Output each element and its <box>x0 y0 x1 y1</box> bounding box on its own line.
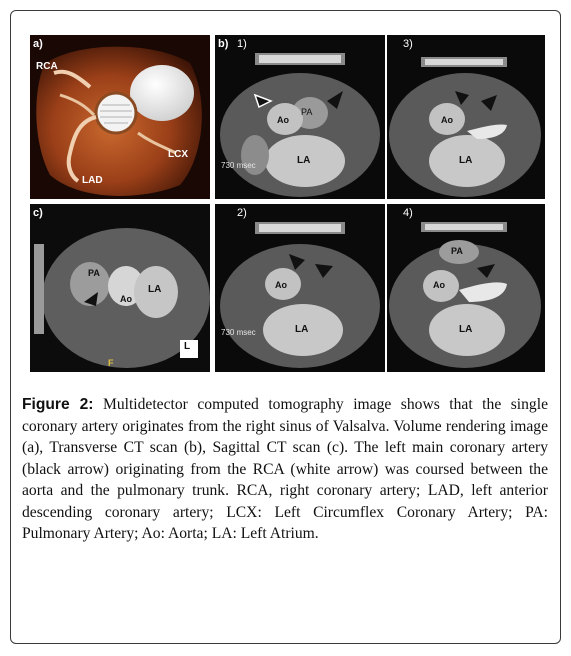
panel-b2-sublabel: 2) <box>237 207 247 219</box>
pa-label-b1: PA <box>301 107 313 117</box>
panel-a-label: a) <box>33 38 43 50</box>
ct-footer-b2: 730 msec <box>221 328 256 337</box>
lad-label: LAD <box>82 175 103 186</box>
panel-b2-transverse-ct: 2) Ao LA 730 msec <box>215 204 385 372</box>
panel-b1-transverse-ct: b) 1) PA Ao LA 730 msec <box>215 35 385 199</box>
figure-label: Figure 2: <box>22 396 94 413</box>
panel-b-label: b) <box>218 38 229 50</box>
panel-b3-transverse-ct: 3) Ao LA <box>387 35 545 199</box>
la-label-b4: LA <box>459 324 473 335</box>
panel-c-label: c) <box>33 207 43 219</box>
panel-c-sagittal-ct: c) PA Ao LA L F <box>30 204 210 372</box>
la-label-b2: LA <box>295 324 309 335</box>
ct-scan-graphic-b4 <box>389 222 541 368</box>
la-label-c: LA <box>148 284 162 295</box>
la-label-b3: LA <box>459 155 473 166</box>
la-label-b1: LA <box>297 155 311 166</box>
f-orientation-marker: F <box>108 358 114 368</box>
ao-label-b2: Ao <box>275 280 287 290</box>
pa-label-c: PA <box>88 268 100 278</box>
ct-scan-graphic-c <box>34 228 210 368</box>
ao-label-b1: Ao <box>277 115 289 125</box>
panel-b3-sublabel: 3) <box>403 38 413 50</box>
ao-label-b4: Ao <box>433 280 445 290</box>
panel-a-volume-rendering: a) RCA LCX LAD <box>30 35 210 199</box>
ct-footer-b1: 730 msec <box>221 161 256 170</box>
panel-b4-transverse-ct: 4) PA Ao LA <box>387 204 545 372</box>
panel-b1-sublabel: 1) <box>237 38 247 50</box>
ao-label-c: Ao <box>120 294 132 304</box>
ao-label-b3: Ao <box>441 115 453 125</box>
l-orientation-marker: L <box>184 341 191 352</box>
lcx-label: LCX <box>168 149 188 160</box>
caption-text: Multidetector computed tomography image … <box>22 396 548 542</box>
volume-rendering-graphic <box>36 46 202 196</box>
ct-scan-graphic-b3 <box>389 57 541 197</box>
rca-label: RCA <box>36 61 58 72</box>
panel-b4-sublabel: 4) <box>403 207 413 219</box>
figure-caption: Figure 2: Multidetector computed tomogra… <box>22 394 548 545</box>
ct-scan-graphic-b2 <box>220 222 380 368</box>
ct-scan-graphic-b1 <box>220 53 380 197</box>
pa-label-b4: PA <box>451 246 463 256</box>
